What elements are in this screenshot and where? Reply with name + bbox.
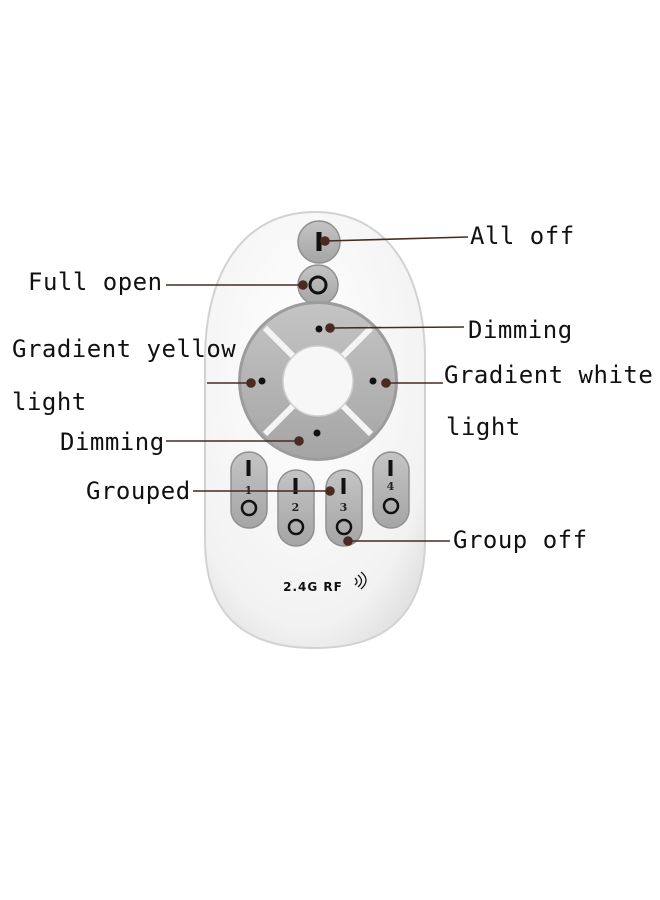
label-gradient-white: Gradient white (444, 361, 654, 389)
label-dimming-down: Dimming (60, 428, 165, 456)
gradient-yellow-dot[interactable] (258, 377, 266, 385)
label-gradient-yellow: Gradient yellow (12, 335, 237, 363)
group-number-2: 2 (292, 501, 300, 514)
dimming-up-dot[interactable] (315, 325, 323, 333)
label-dimming-up: Dimming (468, 316, 573, 344)
group-button-2[interactable]: 2 (277, 469, 315, 547)
group-button-1[interactable]: 1 (230, 451, 268, 529)
leader-dot-gradient-white (381, 378, 391, 388)
group-number-4: 4 (387, 480, 395, 493)
label-gradient-white-line2: light (446, 413, 521, 441)
leader-dot-dimming-up (325, 323, 335, 333)
group-button-4[interactable]: 4 (372, 451, 410, 529)
leader-dimming-up (329, 326, 465, 329)
leader-dot-gradient-yellow (246, 378, 256, 388)
brand-text: 2.4G RF (283, 580, 343, 594)
all-off-button[interactable] (297, 220, 341, 264)
dpad (238, 301, 398, 461)
leader-lines (166, 236, 469, 546)
wireless-icon (354, 571, 367, 590)
label-group-off: Group off (453, 526, 588, 554)
dpad-center-button[interactable] (282, 345, 354, 417)
label-all-off: All off (470, 222, 575, 250)
label-full-open: Full open (28, 268, 163, 296)
gradient-white-dot[interactable] (369, 377, 377, 385)
label-gradient-yellow-line2: light (12, 388, 87, 416)
leader-dot-grouped (325, 486, 335, 496)
leader-dot-all-off (320, 236, 330, 246)
dimming-down-dot[interactable] (313, 429, 321, 437)
leader-all-off (324, 236, 469, 242)
group-number-3: 3 (340, 501, 348, 514)
label-grouped: Grouped (86, 477, 191, 505)
leader-dot-dimming-down (294, 436, 304, 446)
group-button-3[interactable]: 3 (325, 469, 363, 547)
leader-dot-full-open (298, 280, 308, 290)
leader-dot-group-off (343, 536, 353, 546)
